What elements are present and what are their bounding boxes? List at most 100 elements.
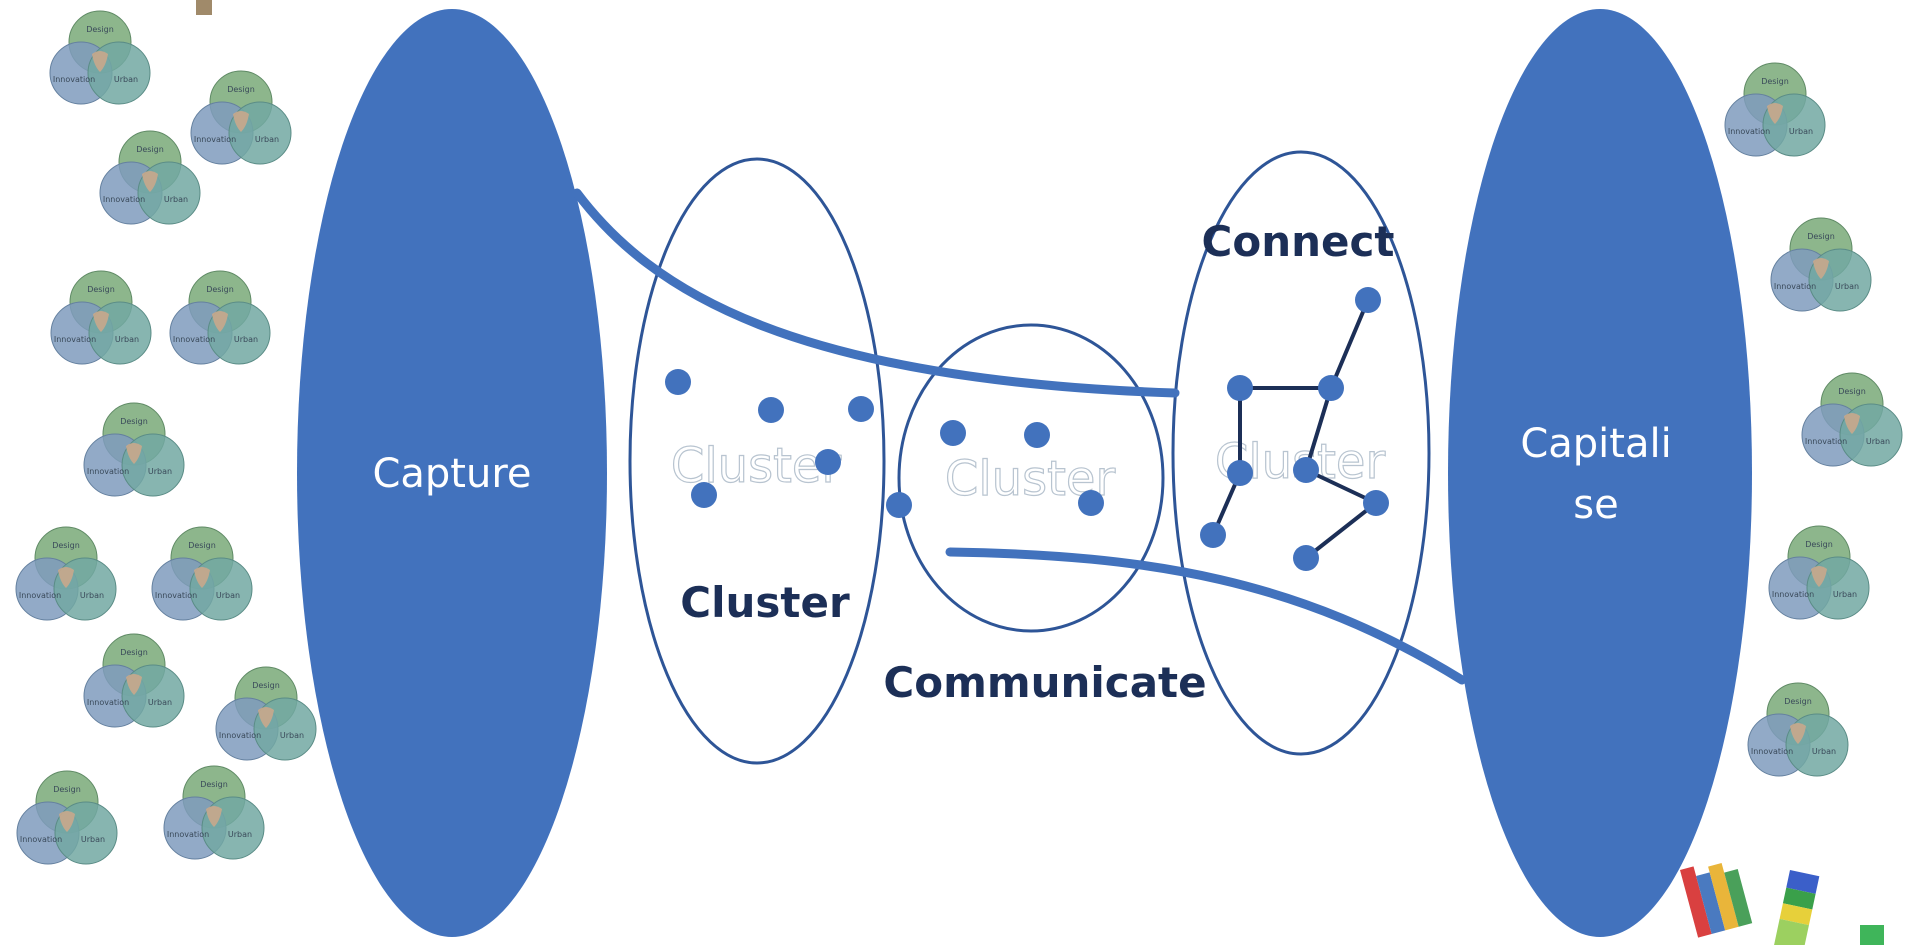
dot xyxy=(1293,457,1319,483)
dot xyxy=(691,482,717,508)
connect-label: Connect xyxy=(1202,217,1395,266)
venn-label-left: Innovation xyxy=(1751,747,1793,756)
cluster-ellipse xyxy=(628,157,886,765)
dot xyxy=(848,396,874,422)
venn-label-top: Design xyxy=(188,541,216,550)
venn-label-top: Design xyxy=(1784,697,1812,706)
venn-label-right: Urban xyxy=(1833,590,1857,599)
venn-label-top: Design xyxy=(86,25,114,34)
venn-label-top: Design xyxy=(206,285,234,294)
dot xyxy=(1078,490,1104,516)
venn-label-left: Innovation xyxy=(194,135,236,144)
capture-ellipse xyxy=(297,9,607,937)
venn-label-top: Design xyxy=(87,285,115,294)
venn-label-right: Urban xyxy=(1866,437,1890,446)
venn-label-right: Urban xyxy=(115,335,139,344)
venn-label-left: Innovation xyxy=(103,195,145,204)
venn-label-top: Design xyxy=(252,681,280,690)
decorative-books xyxy=(196,0,1884,945)
venn-label-right: Urban xyxy=(216,591,240,600)
dot xyxy=(1318,375,1344,401)
venn-label-right: Urban xyxy=(148,467,172,476)
venn-label-left: Innovation xyxy=(19,591,61,600)
communicate-dots xyxy=(886,420,1104,518)
dot xyxy=(940,420,966,446)
capitalise-label-line1: Capitali xyxy=(1520,421,1671,467)
venn-label-right: Urban xyxy=(234,335,258,344)
venn-label-right: Urban xyxy=(1789,127,1813,136)
venn-label-top: Design xyxy=(200,780,228,789)
communicate-label: Communicate xyxy=(883,658,1206,707)
venn-label-left: Innovation xyxy=(53,75,95,84)
dot xyxy=(1363,490,1389,516)
cluster-dots xyxy=(665,369,874,508)
dot xyxy=(1227,460,1253,486)
flow-curve-bottom xyxy=(945,547,1467,685)
venn-label-right: Urban xyxy=(148,698,172,707)
venn-label-right: Urban xyxy=(280,731,304,740)
venn-label-left: Innovation xyxy=(54,335,96,344)
venn-label-left: Innovation xyxy=(219,731,261,740)
dot xyxy=(1200,522,1226,548)
venn-label-right: Urban xyxy=(81,835,105,844)
dot xyxy=(665,369,691,395)
venn-label-left: Innovation xyxy=(167,830,209,839)
capture-label: Capture xyxy=(372,451,531,497)
venn-label-right: Urban xyxy=(228,830,252,839)
venn-label-top: Design xyxy=(52,541,80,550)
venn-label-top: Design xyxy=(1838,387,1866,396)
venn-label-top: Design xyxy=(136,145,164,154)
connect-dots xyxy=(1200,287,1389,571)
dot xyxy=(1355,287,1381,313)
venn-label-left: Innovation xyxy=(1774,282,1816,291)
venn-label-left: Innovation xyxy=(20,835,62,844)
venn-label-left: Innovation xyxy=(87,467,129,476)
venn-label-right: Urban xyxy=(1835,282,1859,291)
venn-label-top: Design xyxy=(120,648,148,657)
venn-label-right: Urban xyxy=(164,195,188,204)
dot xyxy=(815,449,841,475)
venn-label-top: Design xyxy=(53,785,81,794)
venn-label-right: Urban xyxy=(80,591,104,600)
venn-label-right: Urban xyxy=(255,135,279,144)
venn-label-left: Innovation xyxy=(155,591,197,600)
dot xyxy=(886,492,912,518)
venn-label-top: Design xyxy=(120,417,148,426)
dot xyxy=(1227,375,1253,401)
venn-label-left: Innovation xyxy=(173,335,215,344)
venn-label-top: Design xyxy=(1805,540,1833,549)
dot xyxy=(1024,422,1050,448)
venn-label-left: Innovation xyxy=(1772,590,1814,599)
cluster-label: Cluster xyxy=(680,578,850,627)
venn-label-top: Design xyxy=(227,85,255,94)
venn-label-right: Urban xyxy=(1812,747,1836,756)
venn-label-left: Innovation xyxy=(87,698,129,707)
capitalise-ellipse xyxy=(1448,9,1752,937)
dot xyxy=(1293,545,1319,571)
venn-label-right: Urban xyxy=(114,75,138,84)
capitalise-label-line2: se xyxy=(1573,482,1618,528)
flow-curve-top xyxy=(572,188,1180,398)
venn-label-top: Design xyxy=(1761,77,1789,86)
venn-label-top: Design xyxy=(1807,232,1835,241)
